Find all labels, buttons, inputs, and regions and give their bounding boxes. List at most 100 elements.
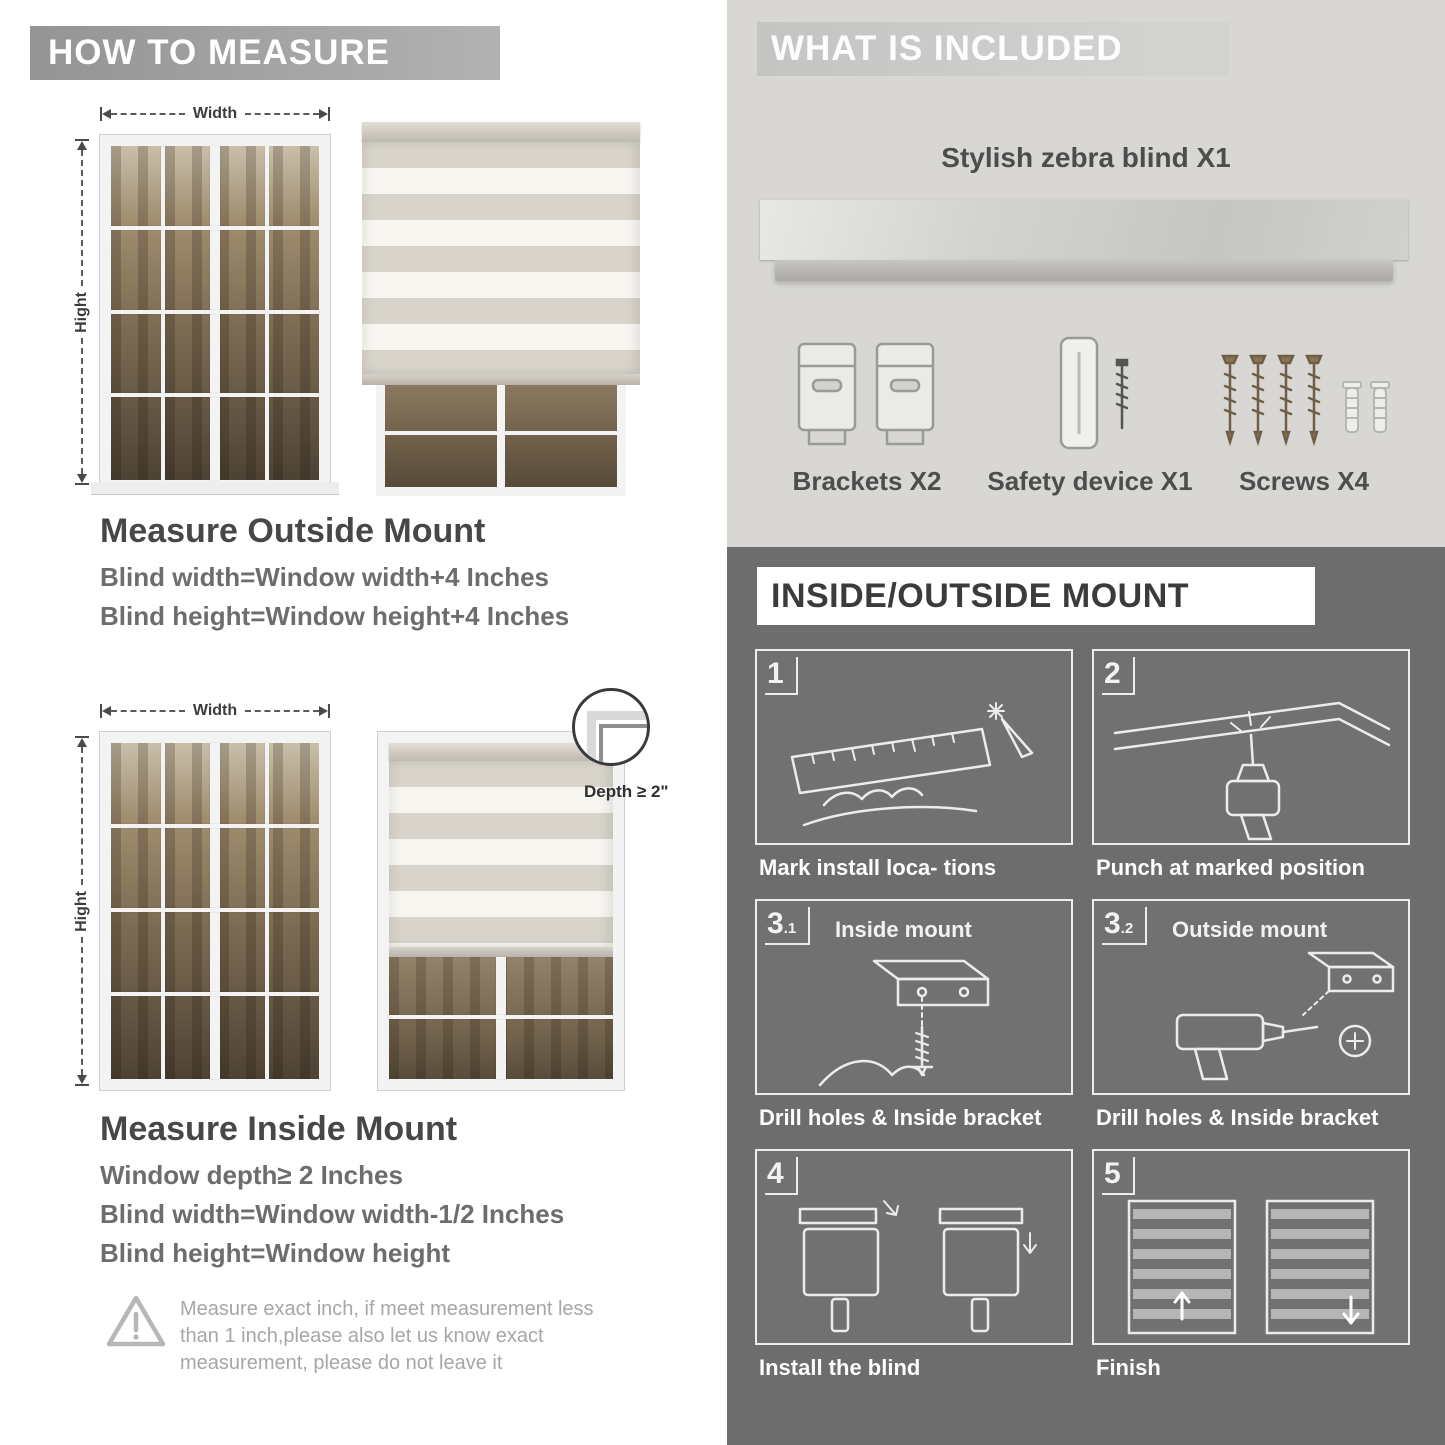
height-label: Hight (73, 890, 90, 932)
blind-inside-frame (389, 743, 613, 957)
step-caption-2: Punch at marked position (1096, 855, 1365, 880)
arrow-dash (111, 113, 185, 115)
inside-bracket-illustration (818, 959, 990, 1087)
depth-callout-label: Depth ≥ 2" (584, 782, 669, 801)
arrow-tick (75, 736, 89, 738)
safety-device-icon (1059, 336, 1129, 450)
step-number: 4 (765, 1157, 798, 1195)
outside-width-formula: Blind width=Window width+4 Inches (100, 562, 549, 592)
arrow-tick (100, 704, 102, 718)
frame-corner-graphic-inner (599, 724, 647, 763)
window-mullion (111, 907, 319, 912)
step-number: 2 (1102, 657, 1135, 695)
blind-stripes (362, 142, 640, 374)
window-mullion (111, 226, 319, 231)
window-mullion (111, 309, 319, 314)
arrow-tick (100, 107, 102, 121)
inside-depth-formula: Window depth≥ 2 Inches (100, 1160, 403, 1190)
step-caption-3-1: Drill holes & Inside bracket (759, 1105, 1042, 1130)
step-panel-4: 4 (755, 1149, 1073, 1345)
step-caption-1: Mark install loca- tions (759, 855, 997, 880)
window-illustration-outside (91, 135, 339, 494)
width-label: Width (192, 702, 238, 719)
arrow-head-up-icon (77, 141, 87, 150)
window-mullion (111, 991, 319, 996)
blind-headrail-under (775, 260, 1393, 281)
step-number: 1 (765, 657, 798, 695)
height-arrow-inside: Hight (72, 736, 92, 1086)
window-mullion (111, 393, 319, 398)
step-panel-2: 2 (1092, 649, 1410, 845)
arrow-tick (328, 107, 330, 121)
arrow-head-down-icon (77, 474, 87, 483)
brackets-label: Brackets X2 (792, 466, 942, 496)
step-panel-1: 1 (755, 649, 1073, 845)
window-mullion (497, 385, 505, 487)
arrow-head-left-icon (102, 109, 111, 119)
screws-icon (1221, 354, 1390, 447)
step-panel-3-1: 3.1 Inside mount (755, 899, 1073, 1095)
safety-device-label: Safety device X1 (987, 466, 1193, 496)
drill-punch-illustration (1113, 701, 1391, 841)
step-panel-5: 5 (1092, 1149, 1410, 1345)
arrow-tick (75, 139, 89, 141)
warning-line: than 1 inch,please also let us know exac… (180, 1325, 544, 1347)
warning-line: measurement, please do not leave it (180, 1352, 503, 1374)
step-caption-5: Finish (1096, 1355, 1161, 1380)
arrow-tick (75, 1084, 89, 1086)
step-caption-3-2: Drill holes & Inside bracket (1096, 1105, 1379, 1130)
screws-label: Screws X4 (1238, 466, 1370, 496)
outside-height-formula: Blind height=Window height+4 Inches (100, 601, 570, 631)
window-illustration-inside (100, 732, 330, 1090)
warning-triangle-icon (106, 1295, 166, 1347)
window-mullion (111, 823, 319, 828)
window-glass (111, 743, 319, 1079)
arrow-head-right-icon (319, 706, 328, 716)
step-number: 3.2 (1102, 907, 1148, 945)
height-label: Hight (73, 291, 90, 333)
zebra-blind-outside-illustration (362, 122, 640, 496)
what-is-included-header: WHAT IS INCLUDED (757, 22, 1229, 76)
arrow-dash (111, 710, 185, 712)
how-to-measure-header: HOW TO MEASURE (30, 26, 500, 80)
mount-header: INSIDE/OUTSIDE MOUNT (757, 567, 1315, 625)
inside-width-formula: Blind width=Window width-1/2 Inches (100, 1199, 565, 1229)
mount-instructions-section: INSIDE/OUTSIDE MOUNT 1 Mark install loca… (727, 547, 1445, 1445)
measure-mark-illustration (790, 702, 1034, 827)
arrow-dash (81, 338, 83, 474)
arrow-head-down-icon (77, 1075, 87, 1084)
step-number: 5 (1102, 1157, 1135, 1195)
blind-stripes (389, 761, 613, 947)
inside-height-formula: Blind height=Window height (100, 1238, 450, 1268)
blind-cassette (362, 122, 640, 142)
window-mullion (389, 1014, 613, 1019)
blind-bottom-rail (362, 374, 640, 385)
step-title: Outside mount (1172, 917, 1328, 942)
window-mullion (385, 430, 617, 435)
step-panel-3-2: 3.2 Outside mount (1092, 899, 1410, 1095)
window-sill (91, 482, 339, 494)
arrow-head-up-icon (77, 738, 87, 747)
arrow-head-right-icon (319, 109, 328, 119)
window-glass (389, 955, 613, 1079)
step-caption-4: Install the blind (759, 1355, 921, 1380)
install-blind-illustration (798, 1200, 1037, 1333)
arrow-tick (328, 704, 330, 718)
inside-mount-blind-illustration (378, 732, 624, 1090)
step-number: 3.1 (765, 907, 811, 945)
arrow-head-left-icon (102, 706, 111, 716)
width-arrow-outside: Width (100, 105, 330, 122)
step-title: Inside mount (835, 917, 972, 942)
arrow-tick (75, 483, 89, 485)
window-glass (111, 146, 319, 480)
width-arrow-inside: Width (100, 702, 330, 719)
width-label: Width (192, 105, 238, 122)
arrow-dash (81, 747, 83, 885)
product-label: Stylish zebra blind X1 (941, 142, 1231, 173)
blind-headrail-illustration (760, 200, 1408, 260)
arrow-dash (81, 937, 83, 1075)
arrow-dash (245, 710, 319, 712)
blind-cassette (389, 743, 613, 761)
window-below-blind (376, 385, 626, 496)
